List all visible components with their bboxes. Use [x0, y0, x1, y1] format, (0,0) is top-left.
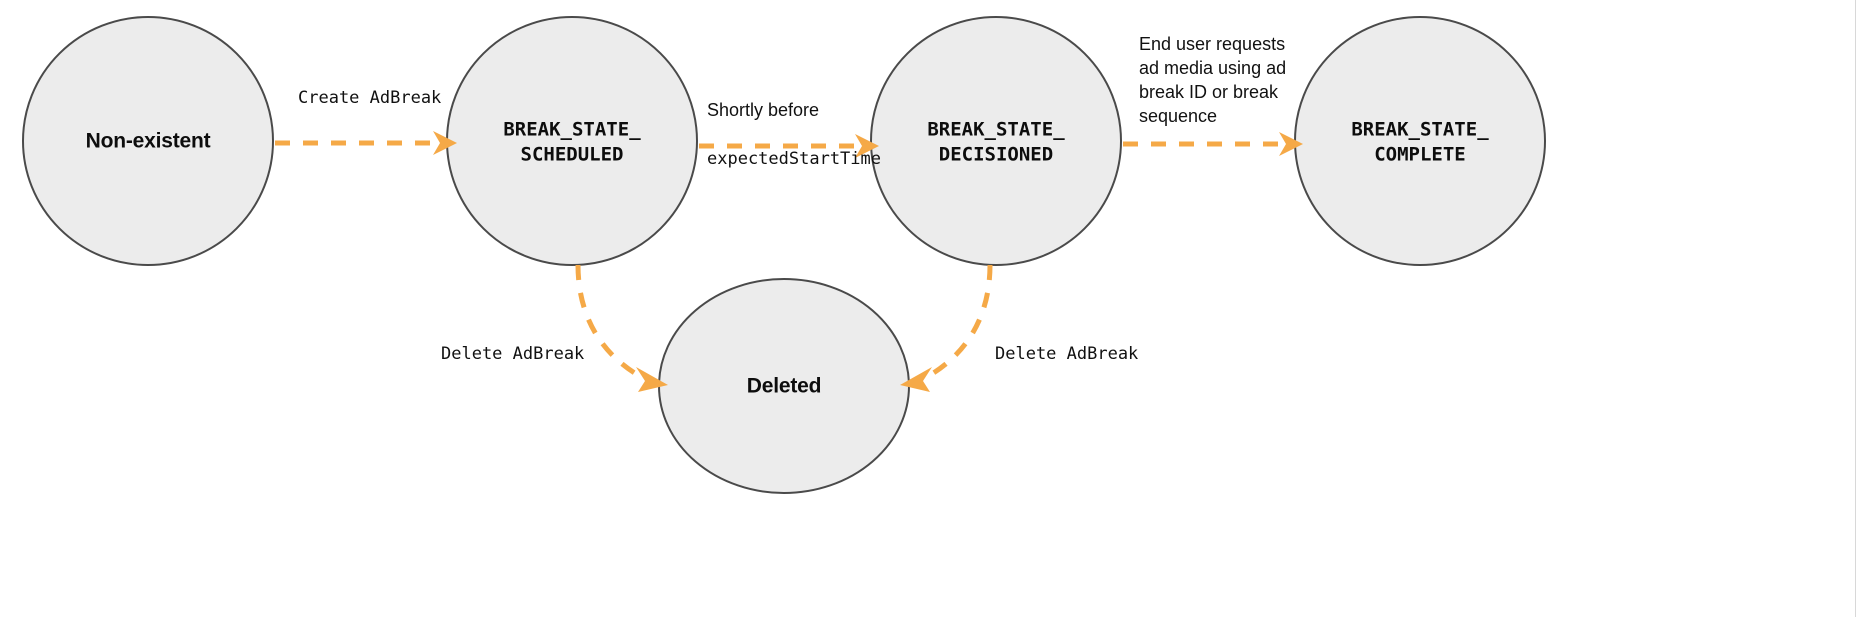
- node-break-state-decisioned[interactable]: [870, 16, 1122, 266]
- node-break-state-scheduled[interactable]: [446, 16, 698, 266]
- node-break-state-complete[interactable]: [1294, 16, 1546, 266]
- edge-shortly-before: [699, 134, 879, 158]
- edge-end-user-requests: [1123, 132, 1303, 156]
- node-deleted[interactable]: [658, 278, 910, 494]
- node-non-existent[interactable]: [22, 16, 274, 266]
- edge-delete-adbreak-from-decisioned: [900, 264, 993, 392]
- page-edge-rule: [1855, 0, 1856, 617]
- edge-create-adbreak: [275, 131, 457, 155]
- edge-delete-adbreak-from-scheduled: [575, 264, 668, 392]
